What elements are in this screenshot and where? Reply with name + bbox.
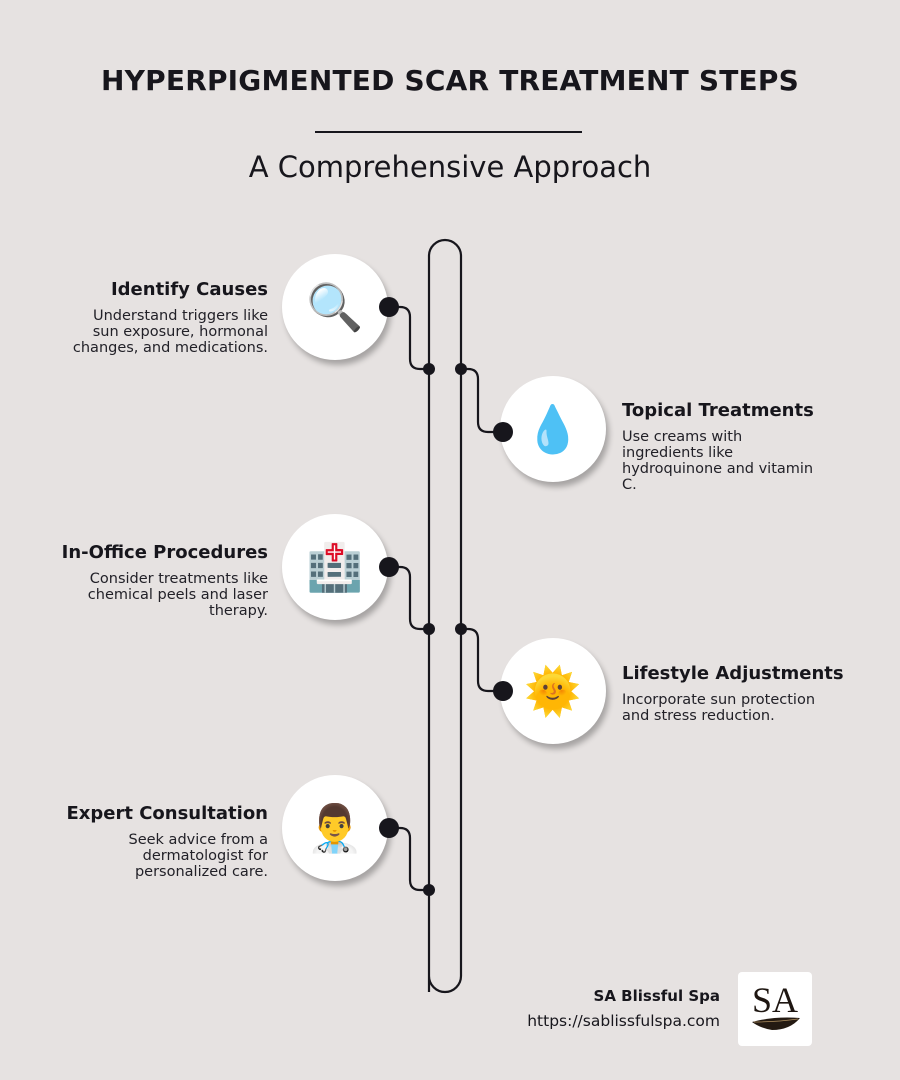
step-title: Lifestyle Adjustments [622,663,844,684]
junction-dot [455,623,467,635]
step-title: In-Office Procedures [61,542,268,563]
step-title: Identify Causes [110,279,268,300]
health-worker-icon: 👨‍⚕️ [282,775,388,881]
junction-dot [423,363,435,375]
brand-logo: SA [738,972,812,1046]
step-in-office-procedures: In-Office Procedures Consider treatments… [28,542,268,619]
svg-text:SA: SA [752,980,798,1020]
step-identify-causes: Identify Causes Understand triggers like… [28,279,268,356]
page-title: HYPERPIGMENTED SCAR TREATMENT STEPS [101,64,799,97]
junction-dot [423,623,435,635]
title-divider [315,131,582,133]
sun-with-face-icon: 🌞 [500,638,606,744]
step-title: Expert Consultation [66,803,268,824]
droplet-icon: 💧 [500,376,606,482]
logo-icon: SA [752,980,800,1030]
junction-dot [455,363,467,375]
magnifying-glass-icon: 🔍 [282,254,388,360]
brand-url[interactable]: https://sablissfulspa.com [527,1012,720,1030]
step-title: Topical Treatments [622,400,814,421]
brand-name: SA Blissful Spa [593,987,720,1005]
step-lifestyle-adjustments: Lifestyle Adjustments Incorporate sun pr… [622,663,862,724]
hospital-icon: 🏥 [282,514,388,620]
junction-dot [423,884,435,896]
page-subtitle: A Comprehensive Approach [248,150,652,184]
